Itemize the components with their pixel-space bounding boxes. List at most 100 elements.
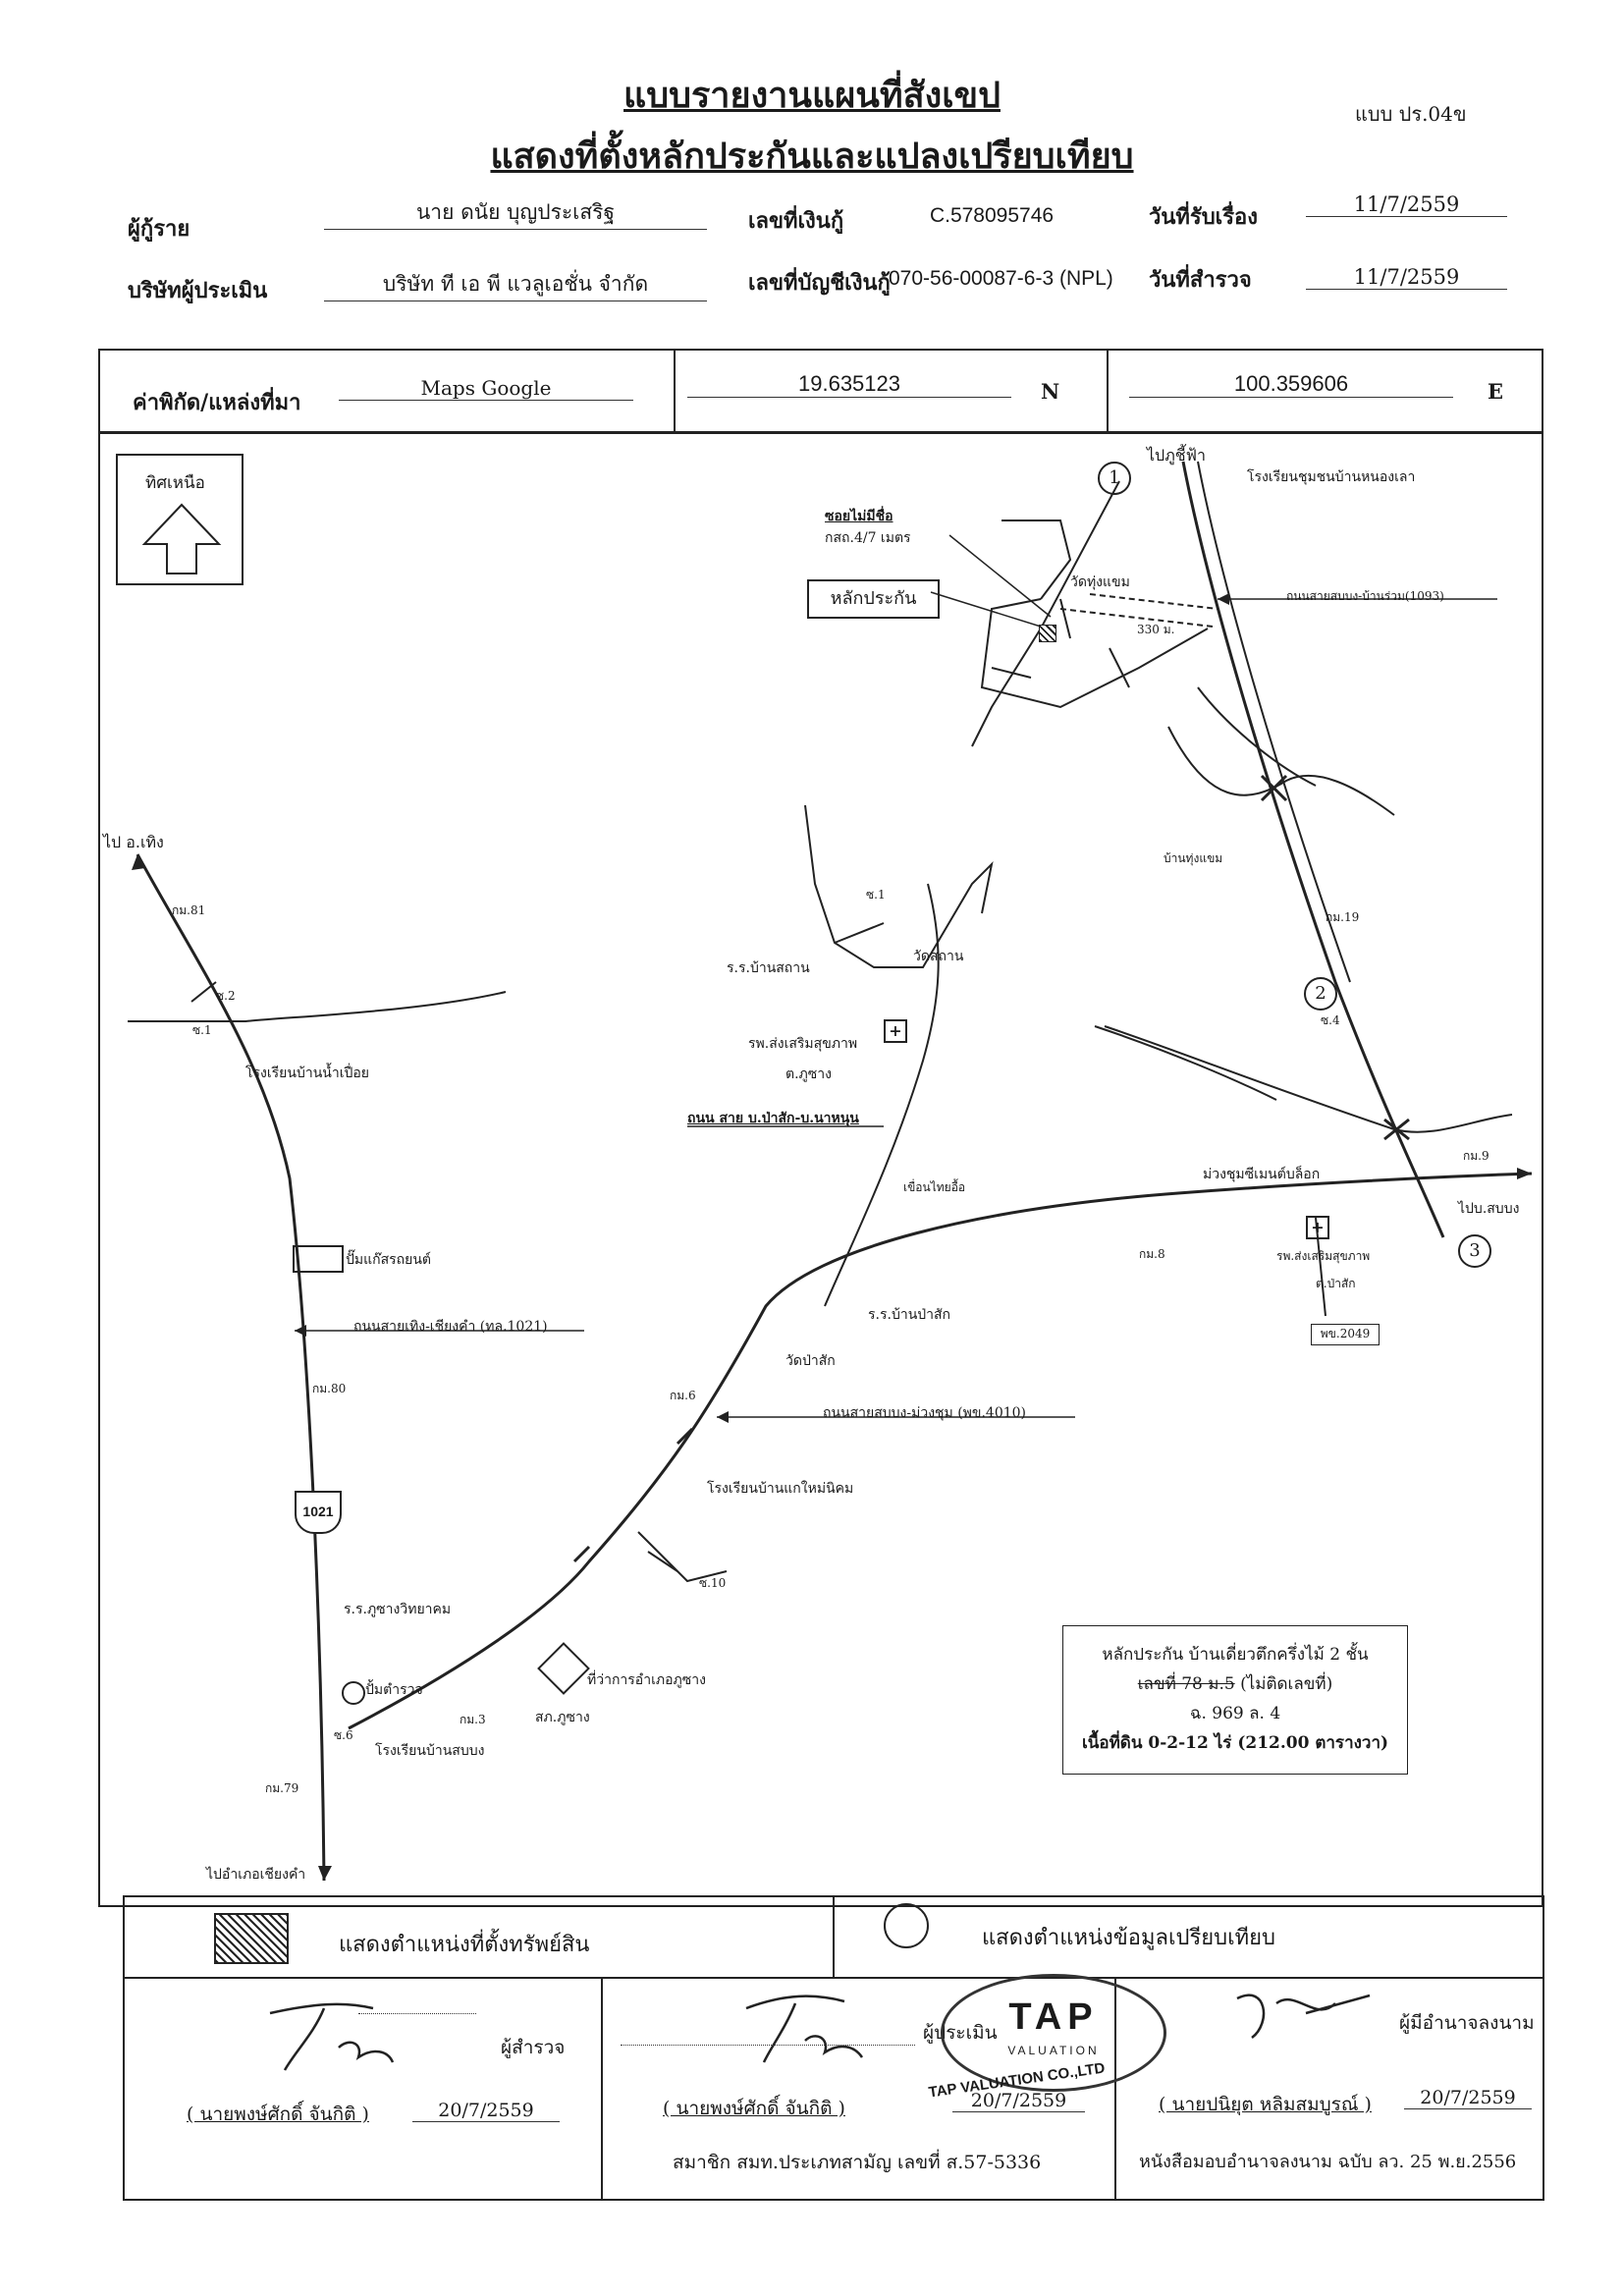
map-label-soi-n: ซ.6 xyxy=(334,1728,353,1742)
map-label-road-1021: ถนนสายเทิง-เชียงคำ (ทล.1021) xyxy=(353,1319,548,1335)
highway-1021-shield: 1021 xyxy=(295,1491,342,1534)
collateral-label-box: หลักประกัน xyxy=(807,579,940,619)
latitude-value: 19.635123 xyxy=(687,371,1011,398)
comparison-legend-circle xyxy=(884,1903,929,1948)
marker-3: 3 xyxy=(1458,1234,1491,1268)
authorized-note: หนังสือมอบอำนาจลงนาม ฉบับ ลว. 25 พ.ย.255… xyxy=(1139,2152,1517,2172)
map-label-soi1-mid: ซ.1 xyxy=(866,888,886,902)
map-label-wat-pa-sak: วัดป่าสัก xyxy=(785,1353,836,1369)
title-line-2: แสดงที่ตั้งหลักประกันและแปลงเปรียบเทียบ xyxy=(490,136,1134,177)
map-label-road-2049: พข.2049 xyxy=(1311,1324,1380,1345)
appraiser-date: 20/7/2559 xyxy=(952,2090,1085,2112)
map-label-hospital-phu-sang: รพ.ส่งเสริมสุขภาพ xyxy=(748,1036,858,1052)
map-label-road-4010: ถนนสายสบบง-ม่วงชุม (พข.4010) xyxy=(823,1405,1027,1421)
authorized-signature xyxy=(1236,1994,1371,2039)
hospital-icon: + xyxy=(884,1019,907,1043)
borrower-label: ผู้กู้ราย xyxy=(128,216,190,242)
map-label-km19: กม.19 xyxy=(1326,910,1360,924)
collateral-location-icon xyxy=(1039,625,1056,642)
surveyor-name: ( นายพงษ์ศักดิ์ จันกิติ ) xyxy=(187,2104,369,2125)
latitude-direction: N xyxy=(1041,379,1060,404)
authorized-role: ผู้มีอำนาจลงนาม xyxy=(1399,2012,1535,2034)
north-label: ทิศเหนือ xyxy=(145,473,205,493)
surveyor-role: ผู้สำรวจ xyxy=(501,2037,566,2058)
map-label-dam: เขื่อนไทยอื้อ xyxy=(903,1180,966,1194)
map-label-school-nam-puea: โรงเรียนบ้านน้ำเปื่อย xyxy=(245,1066,369,1081)
received-date-value: 11/7/2559 xyxy=(1306,192,1507,217)
collateral-note-line-4: เนื้อที่ดิน 0-2-12 ไร่ (212.00 ตารางวา) xyxy=(1081,1733,1389,1753)
map-label-school-mai-nikhom: โรงเรียนบ้านแกใหม่นิคม xyxy=(707,1481,854,1497)
map-label-ban-thung-saeng: บ้านทุ่งแขม xyxy=(1164,851,1223,865)
map-label-school-phu-sang-witthayakhom: ร.ร.ภูซางวิทยาคม xyxy=(344,1602,452,1617)
road-1093 xyxy=(1181,461,1445,1238)
map-label-soi-width: กสถ.4/7 เมตร xyxy=(825,530,911,546)
map-label-to-chiang-kham: ไปอำเภอเชียงคำ xyxy=(206,1867,306,1883)
longitude-value: 100.359606 xyxy=(1129,371,1453,398)
marker-2: 2 xyxy=(1304,977,1337,1011)
appraiser-company-label: บริษัทผู้ประเมิน xyxy=(128,278,268,303)
map-label-gas-station: ปั๊มแก๊สรถยนต์ xyxy=(346,1252,432,1268)
signature-divider xyxy=(601,1977,603,2201)
map-label-school-nong-lao: โรงเรียนชุมชนบ้านหนองเลา xyxy=(1247,469,1416,485)
longitude-direction: E xyxy=(1488,379,1504,404)
coordinate-source: Maps Google xyxy=(339,376,633,401)
coordinate-divider xyxy=(674,349,676,433)
form-number: แบบ ปร.04ข xyxy=(1355,102,1467,126)
collateral-note-no-number: (ไม่ติดเลขที่) xyxy=(1240,1674,1333,1694)
map-label-km81: กม.81 xyxy=(172,903,206,917)
map-label-wat-thung-saeng: วัดทุ่งแขม xyxy=(1070,574,1130,590)
stamp-tap: TAP xyxy=(1008,1996,1099,2038)
map-label-to-sop-bong: ไปบ.สบบง xyxy=(1458,1201,1520,1217)
surveyor-date: 20/7/2559 xyxy=(412,2100,560,2122)
appraiser-signature xyxy=(745,1995,864,2063)
map-label-to-thoeng: ไป อ.เทิง xyxy=(103,833,164,851)
company-stamp: TAP VALUATION xyxy=(941,1974,1166,2092)
map-label-wat-sathan: วัดสถาน xyxy=(913,949,964,964)
title-line-1: แบบรายงานแผนที่สังเขป xyxy=(623,75,1001,116)
police-icon xyxy=(342,1681,365,1705)
map-label-soi10: ซ.10 xyxy=(699,1576,727,1590)
collateral-note-box: หลักประกัน บ้านเดี่ยวตึกครึ่งไม้ 2 ชั้น … xyxy=(1062,1625,1408,1775)
road-4010 xyxy=(348,1172,1533,1730)
map-label-km79: กม.79 xyxy=(265,1781,299,1795)
map-label-school-ban-sathan: ร.ร.บ้านสถาน xyxy=(727,960,810,976)
received-date-label: วันที่รับเรื่อง xyxy=(1149,204,1258,230)
map-label-to-phu-chi-fa: ไปภูชี้ฟ้า xyxy=(1147,446,1206,465)
collateral-note-line-2: เลขที่ 78 ม.5 (ไม่ติดเลขที่) xyxy=(1073,1669,1397,1699)
map-label-school-pa-sak: ร.ร.บ้านป่าสัก xyxy=(868,1307,951,1323)
map-label-soi1-left: ซ.1 xyxy=(192,1023,212,1037)
map-label-distance: 330 ม. xyxy=(1137,623,1175,636)
legend-divider xyxy=(833,1895,835,1979)
map-label-km3: กม.3 xyxy=(460,1713,486,1726)
appraiser-sign-line xyxy=(621,2045,915,2046)
map-label-hospital-pa-sak: รพ.ส่งเสริมสุขภาพ xyxy=(1276,1249,1371,1263)
loan-no-label: เลขที่เงินกู้ xyxy=(748,208,844,234)
surveyor-sign-line xyxy=(358,2013,476,2014)
map-label-unnamed-soi: ซอยไม่มีชื่อ xyxy=(825,509,893,524)
map-label-km80: กม.80 xyxy=(312,1382,347,1395)
authorized-date: 20/7/2559 xyxy=(1404,2087,1532,2109)
highway-1021-road xyxy=(135,853,326,1882)
map-label-district-office: ที่ว่าการอำเภอภูซาง xyxy=(587,1672,706,1688)
map-label-police-phu-sang: สภ.ภูซาง xyxy=(535,1710,590,1725)
map-label-km9: กม.9 xyxy=(1463,1149,1489,1163)
stamp-valuation: VALUATION xyxy=(1007,2044,1100,2057)
collateral-note-line-1: หลักประกัน บ้านเดี่ยวตึกครึ่งไม้ 2 ชั้น xyxy=(1102,1645,1369,1665)
legend-property-label: แสดงตำแหน่งที่ตั้งทรัพย์สิน xyxy=(339,1933,590,1957)
loan-no-value: C.578095746 xyxy=(929,204,1055,227)
account-no-value: 070-56-00087-6-3 (NPL) xyxy=(889,267,1113,290)
authorized-name: ( นายปนิยุต หลิมสมบูรณ์ ) xyxy=(1159,2094,1372,2115)
map-label-muang-chum: ม่วงชุมซีเมนต์บล็อก xyxy=(1203,1167,1321,1182)
appraiser-company-value: บริษัท ที เอ พี แวลูเอชั่น จำกัด xyxy=(324,268,707,301)
map-label-road-1093: ถนนสายสบบง-บ้านร่วม(1093) xyxy=(1286,589,1444,603)
surveyor-signature xyxy=(269,2002,395,2071)
coordinate-label: ค่าพิกัด/แหล่งที่มา xyxy=(133,390,301,415)
survey-date-value: 11/7/2559 xyxy=(1306,265,1507,290)
account-no-label: เลขที่บัญชีเงินกู้ xyxy=(748,270,891,296)
appraiser-member-note: สมาชิก สมท.ประเภทสามัญ เลขที่ ส.57-5336 xyxy=(673,2152,1042,2173)
coordinate-divider xyxy=(1107,349,1109,433)
survey-date-label: วันที่สำรวจ xyxy=(1149,267,1252,293)
map-label-tambon-pa-sak: ต.ป่าสัก xyxy=(1316,1277,1356,1290)
